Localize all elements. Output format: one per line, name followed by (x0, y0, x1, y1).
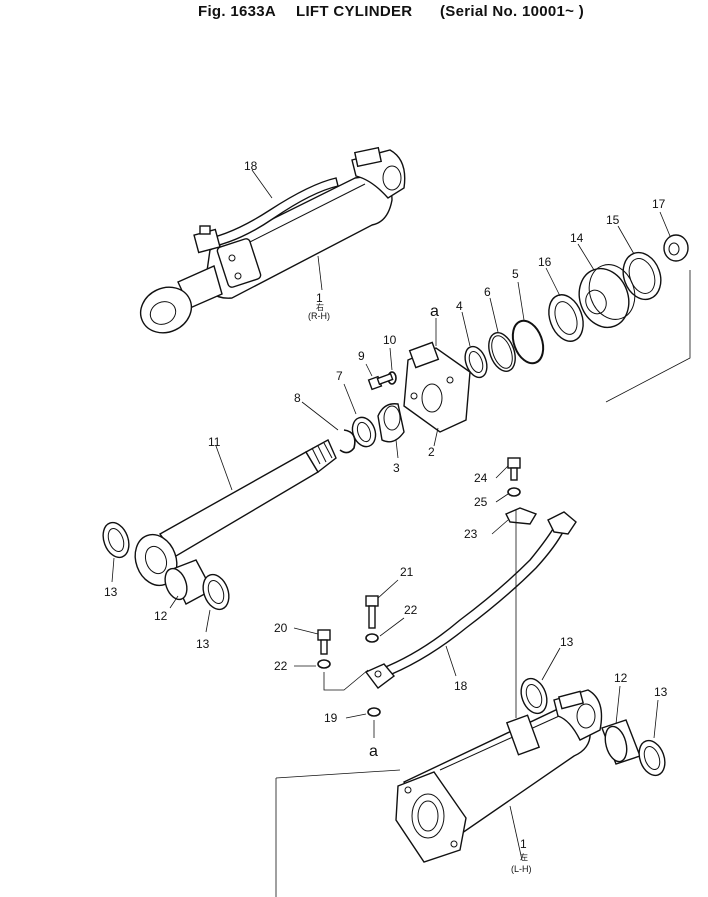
label-3: 3 (393, 461, 400, 475)
label-rh: (R-H) (308, 311, 330, 321)
label-20: 20 (274, 621, 288, 635)
snap-ring-8 (301, 401, 356, 454)
label-rh-kanji: 右 (316, 302, 324, 312)
dust-seal-13-right-b (638, 699, 666, 777)
label-a-top: a (430, 303, 439, 320)
piston-rod-11 (134, 439, 337, 587)
washer-22-upper (365, 617, 405, 643)
label-22-upper: 22 (404, 603, 418, 617)
seal-ring-4 (461, 311, 488, 379)
label-7: 7 (336, 369, 343, 383)
label-13-c: 13 (560, 635, 574, 649)
label-23: 23 (464, 527, 478, 541)
bolt-9 (365, 363, 394, 391)
label-22-lower: 22 (274, 659, 288, 673)
label-lh-kanji: 左 (520, 852, 528, 862)
cylinder-head-2 (403, 318, 471, 447)
figure-title: Fig. 1633A LIFT CYLINDER (Serial No. 100… (0, 0, 708, 30)
label-16: 16 (538, 255, 552, 269)
bolt-20 (293, 627, 331, 655)
clamp-23 (491, 507, 538, 535)
bolt-24 (495, 457, 521, 481)
figure-name: LIFT CYLINDER (296, 3, 413, 20)
bushing-3 (377, 403, 405, 459)
label-1-rh: 1 (316, 291, 323, 305)
tube-18-lower (377, 511, 577, 679)
dust-seal-7 (343, 383, 377, 448)
dust-seal-13-lower (202, 573, 230, 633)
label-12-b: 12 (614, 671, 628, 685)
dust-seal-13-right-a (520, 647, 561, 715)
o-ring-19 (345, 707, 381, 738)
label-a-bottom: a (369, 743, 378, 760)
backup-ring-6 (488, 297, 516, 372)
label-4: 4 (456, 299, 463, 313)
dust-seal-13-left (102, 521, 130, 583)
label-13-d: 13 (654, 685, 668, 699)
label-1-lh: 1 (520, 837, 527, 851)
label-9: 9 (358, 349, 365, 363)
label-25: 25 (474, 495, 488, 509)
label-11: 11 (208, 435, 221, 449)
label-19: 19 (324, 711, 338, 725)
o-ring-5 (511, 281, 545, 365)
label-18-bottom: 18 (454, 679, 468, 693)
label-5: 5 (512, 267, 519, 281)
flange-fitting (364, 663, 396, 689)
label-6: 6 (484, 285, 491, 299)
label-13-b: 13 (196, 637, 210, 651)
washer-25 (495, 487, 521, 503)
bushing-12-right (601, 685, 641, 765)
leader-lines-top (251, 169, 323, 291)
grouping-lines (275, 270, 691, 897)
piston-14 (577, 243, 636, 329)
cylinder-assembly-lh (395, 689, 603, 863)
label-17: 17 (652, 197, 666, 211)
label-24: 24 (474, 471, 488, 485)
bolt-21 (365, 579, 399, 629)
label-lh: (L-H) (511, 864, 532, 874)
label-8: 8 (294, 391, 301, 405)
label-14: 14 (570, 231, 584, 245)
washer-22-lower (294, 659, 369, 691)
label-15: 15 (606, 213, 620, 227)
label-13-a: 13 (104, 585, 118, 599)
figure-number: Fig. 1633A (198, 3, 277, 20)
nut-17 (659, 211, 689, 262)
piston-ring-16 (545, 267, 584, 342)
cylinder-assembly-rh (139, 146, 406, 334)
label-2: 2 (428, 445, 435, 459)
serial-range: (Serial No. 10001~ ) (440, 3, 584, 20)
label-12-a: 12 (154, 609, 168, 623)
label-18-top: 18 (244, 159, 258, 173)
label-21: 21 (400, 565, 414, 579)
part-labels: 18 1 右 (R-H) 17 15 14 16 5 6 4 a 10 9 7 … (104, 159, 668, 874)
bushing-12-left (164, 559, 213, 609)
label-10: 10 (383, 333, 397, 347)
